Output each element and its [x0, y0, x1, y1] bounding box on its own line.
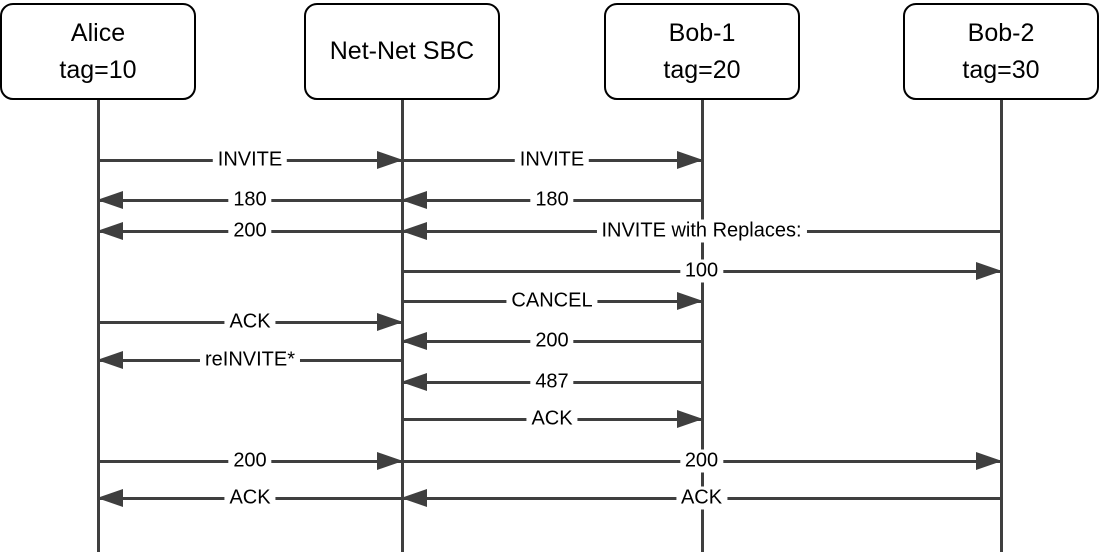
- message-label: ACK: [224, 486, 276, 510]
- participant-box-bob1: Bob-1 tag=20: [604, 3, 800, 100]
- lifeline-bob2: [999, 100, 1003, 552]
- message-label: ACK: [675, 486, 728, 510]
- message-label: reINVITE*: [199, 348, 301, 372]
- message-label: CANCEL: [506, 289, 598, 313]
- arrowhead-right-icon: [377, 452, 403, 470]
- arrowhead-left-icon: [401, 332, 427, 350]
- participant-box-alice: Alice tag=10: [0, 3, 196, 100]
- participant-name: Alice: [70, 18, 126, 47]
- arrowhead-left-icon: [401, 191, 427, 209]
- arrowhead-right-icon: [976, 262, 1002, 280]
- participant-name: Bob-1: [668, 18, 736, 47]
- message-label: 180: [228, 188, 272, 212]
- message-label: ACK: [224, 310, 276, 334]
- participant-tag: tag=30: [962, 55, 1040, 84]
- arrowhead-left-icon: [401, 222, 427, 240]
- arrowhead-left-icon: [97, 191, 123, 209]
- arrowhead-right-icon: [377, 313, 403, 331]
- arrowhead-right-icon: [677, 292, 703, 310]
- message-label: 487: [530, 370, 574, 394]
- message-label: 200: [228, 219, 272, 243]
- message-label: 180: [530, 188, 574, 212]
- participant-tag: tag=10: [59, 55, 137, 84]
- arrowhead-left-icon: [97, 489, 123, 507]
- participant-tag: tag=20: [663, 55, 741, 84]
- arrowhead-left-icon: [97, 222, 123, 240]
- lifeline-alice: [96, 100, 100, 552]
- arrowhead-left-icon: [97, 351, 123, 369]
- arrowhead-right-icon: [677, 410, 703, 428]
- arrowhead-right-icon: [976, 452, 1002, 470]
- message-label: 200: [679, 449, 724, 473]
- message-label: INVITE: [212, 148, 288, 172]
- participant-name: Bob-2: [967, 18, 1035, 47]
- message-label: 100: [679, 259, 724, 283]
- arrowhead-left-icon: [401, 373, 427, 391]
- message-label: 200: [228, 449, 272, 473]
- message-label: INVITE: [514, 148, 590, 172]
- arrowhead-right-icon: [677, 151, 703, 169]
- message-label: INVITE with Replaces:: [596, 219, 807, 243]
- arrowhead-right-icon: [377, 151, 403, 169]
- lifeline-bob1: [700, 100, 704, 552]
- participant-box-sbc: Net-Net SBC: [304, 3, 500, 100]
- participant-name: Net-Net SBC: [329, 37, 475, 65]
- message-label: 200: [530, 329, 574, 353]
- arrowhead-left-icon: [401, 489, 427, 507]
- message-label: ACK: [526, 407, 578, 431]
- participant-box-bob2: Bob-2 tag=30: [903, 3, 1099, 100]
